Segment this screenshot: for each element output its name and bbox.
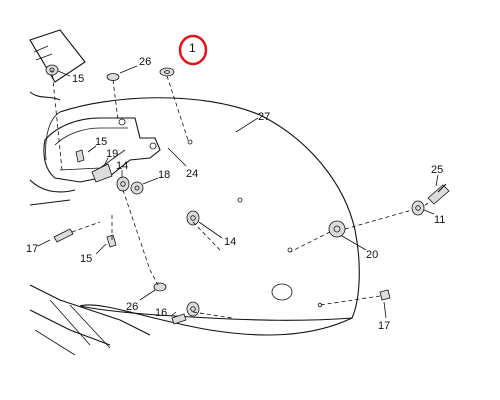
callout-18: 18 xyxy=(158,169,170,181)
washer-26-bottom xyxy=(153,282,167,292)
callout-19: 19 xyxy=(106,148,118,160)
assembly-lines xyxy=(51,69,429,319)
rear-fender xyxy=(45,97,360,336)
pin-15-mid xyxy=(75,149,85,163)
callout-1: 1 xyxy=(189,41,196,55)
nut-15-top xyxy=(45,64,59,76)
nut-14-center xyxy=(186,210,200,226)
pin-15-lower xyxy=(106,234,117,248)
washer-18 xyxy=(130,181,144,195)
callout-15-mid: 15 xyxy=(95,136,107,148)
washer-1 xyxy=(159,67,175,77)
callout-15-lower: 15 xyxy=(80,253,92,265)
callout-26-bottom: 26 xyxy=(126,301,138,313)
callout-25: 25 xyxy=(431,164,443,176)
callout-14-left: 14 xyxy=(116,160,128,172)
bolt-25 xyxy=(427,183,450,205)
callout-24: 24 xyxy=(186,168,198,180)
callout-16: 16 xyxy=(155,307,167,319)
callout-17-right: 17 xyxy=(378,320,390,332)
highlight-circle xyxy=(178,34,208,66)
nut-14-left xyxy=(116,176,130,192)
clip-19 xyxy=(91,163,113,183)
callout-27: 27 xyxy=(258,111,270,123)
callout-11: 11 xyxy=(434,214,445,226)
bolt-17-left xyxy=(53,228,74,243)
washer-26-top xyxy=(106,73,120,81)
callout-15-top: 15 xyxy=(72,73,84,85)
callout-20: 20 xyxy=(366,249,378,261)
leader-lines xyxy=(37,65,439,319)
callout-14-center: 14 xyxy=(224,236,236,248)
washer-20 xyxy=(328,220,346,238)
bolt-17-right xyxy=(379,289,391,301)
callout-labels: 1 26 15 27 15 19 14 18 24 25 11 14 20 17… xyxy=(26,41,445,332)
callout-26-top: 26 xyxy=(139,56,151,68)
nut-11 xyxy=(411,200,425,216)
bolt-16 xyxy=(171,301,200,325)
callout-17-left: 17 xyxy=(26,243,38,255)
